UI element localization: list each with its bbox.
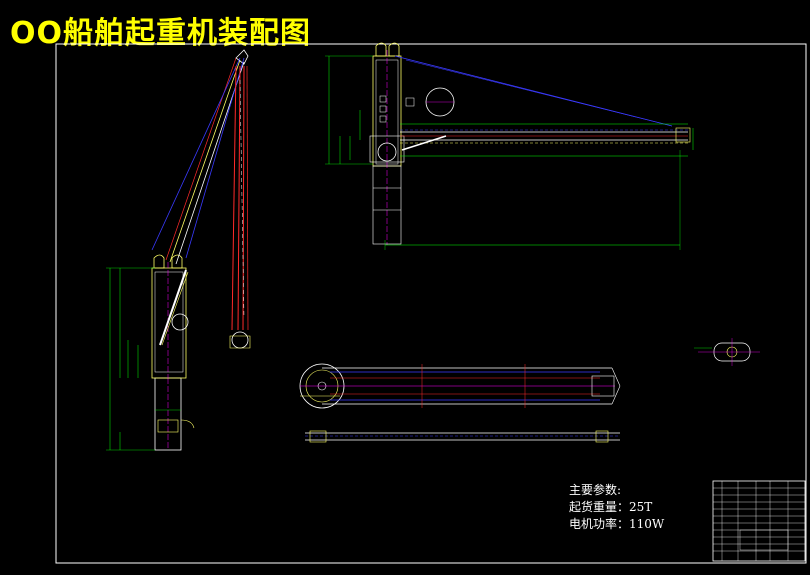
elevation-view-crane: [325, 42, 694, 250]
main-parameters: 主要参数: 起货重量：25T 电机功率：110W: [569, 482, 664, 533]
boom-side-view: [305, 430, 620, 443]
side-view-crane: [106, 49, 251, 451]
lifting-weight: 起货重量：25T: [569, 500, 653, 514]
drawing-border: [55, 43, 807, 564]
title-block: [712, 480, 806, 562]
boom-top-view: [299, 363, 621, 409]
drawing-title: OO船舶起重机装配图: [10, 16, 312, 51]
parameters-heading: 主要参数:: [569, 483, 622, 497]
hook-block-detail: [694, 338, 760, 366]
motor-power: 电机功率：110W: [569, 517, 665, 531]
